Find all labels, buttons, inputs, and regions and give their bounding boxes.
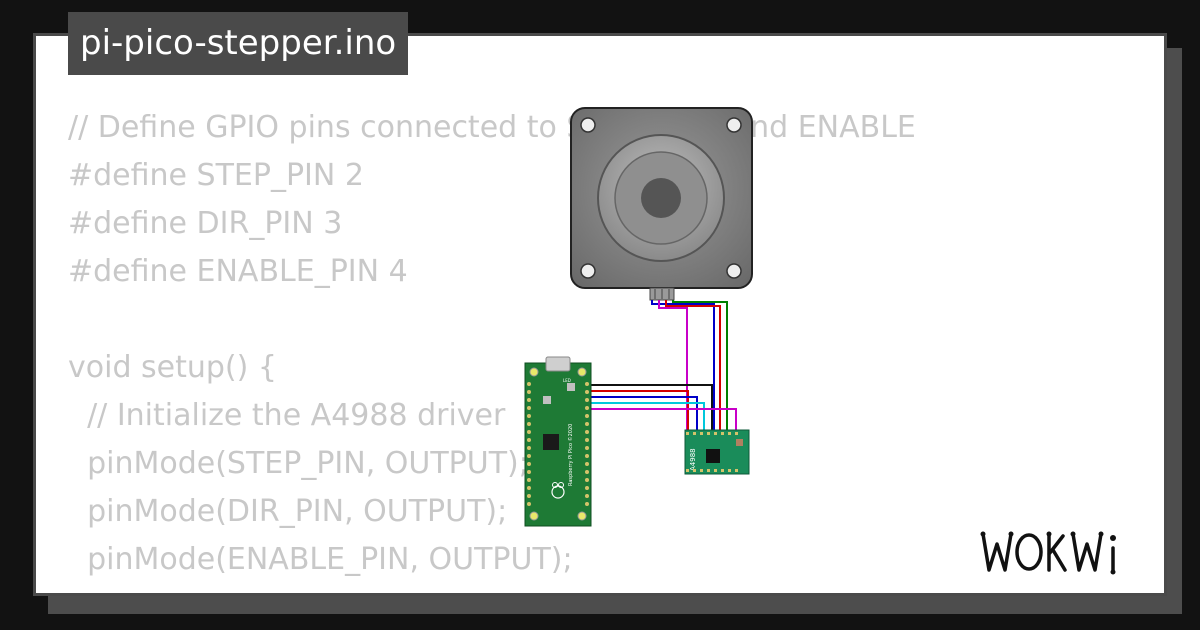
- code-line: void setup() {: [68, 350, 277, 385]
- code-line: // Initialize the A4988 driver: [68, 398, 506, 433]
- code-line: pinMode(DIR_PIN, OUTPUT);: [68, 494, 508, 529]
- motor-wires: [651, 300, 728, 434]
- code-line: #define DIR_PIN 3: [68, 206, 343, 241]
- pico-led-label: LED: [563, 378, 571, 383]
- stepper-motor[interactable]: [570, 107, 753, 301]
- code-line: #define ENABLE_PIN 4: [68, 254, 408, 289]
- raspberry-pi-pico[interactable]: LED Raspberry Pi Pico ©2020: [524, 356, 592, 527]
- circuit-diagram: LED Raspberry Pi Pico ©2020 A4988: [524, 107, 753, 527]
- pico-board-text: Raspberry Pi Pico ©2020: [567, 424, 574, 486]
- a4988-driver[interactable]: A4988: [684, 429, 750, 475]
- raspberry-logo-icon: [551, 482, 565, 499]
- code-line: pinMode(ENABLE_PIN, OUTPUT);: [68, 542, 573, 577]
- wokwi-logo[interactable]: [945, 492, 1155, 582]
- driver-label: A4988: [689, 448, 697, 471]
- project-card[interactable]: // Define GPIO pins connected to STEP, D…: [33, 33, 1167, 596]
- code-preview: // Define GPIO pins connected to STEP, D…: [68, 104, 916, 584]
- code-line: #define STEP_PIN 2: [68, 158, 364, 193]
- code-line: pinMode(STEP_PIN, OUTPUT);: [68, 446, 529, 481]
- project-filename-tab[interactable]: pi-pico-stepper.ino: [68, 12, 409, 75]
